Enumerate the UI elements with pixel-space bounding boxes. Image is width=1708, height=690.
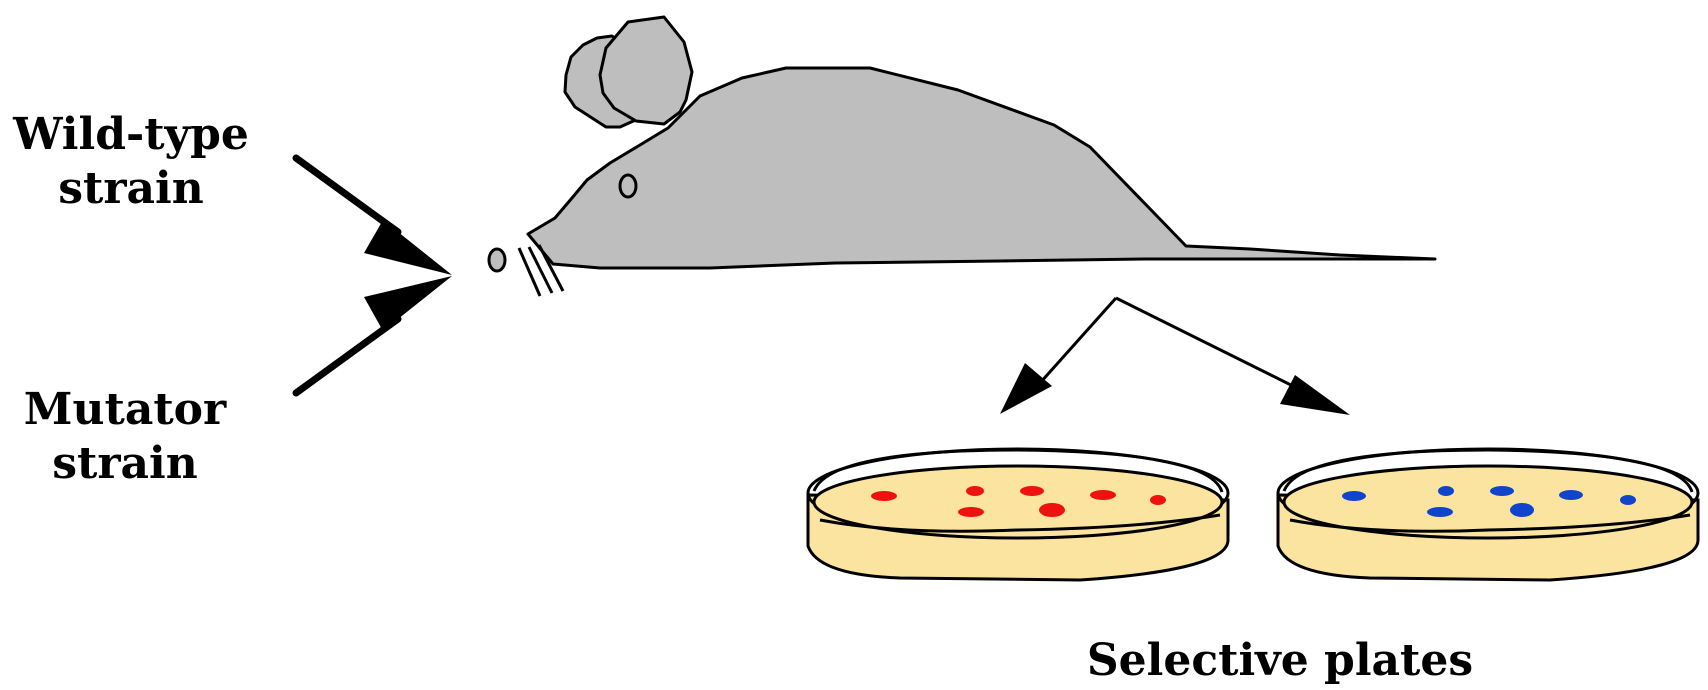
colony <box>1427 507 1453 517</box>
wild-type-line-1: Wild-type <box>0 108 262 162</box>
mouse-icon <box>489 17 1435 296</box>
mouse-front-ear <box>600 17 692 124</box>
colony <box>1559 490 1583 500</box>
mouse-nose <box>489 249 505 271</box>
wild-type-arrow <box>296 158 452 275</box>
mutator-line-2: strain <box>0 437 250 491</box>
mutator-line-1: Mutator <box>0 383 250 437</box>
colony <box>871 491 897 501</box>
colony <box>1039 503 1065 517</box>
colony <box>1020 486 1044 496</box>
petri-dish-left <box>808 449 1228 580</box>
wild-type-strain-label: Wild-type strain <box>0 108 262 216</box>
mouse-eye <box>620 175 636 197</box>
colony <box>1620 495 1636 505</box>
colony <box>1510 503 1534 517</box>
petri-dish-right <box>1278 449 1698 580</box>
colony <box>1438 486 1454 496</box>
selective-plates-label: Selective plates <box>1040 634 1520 688</box>
colony <box>1150 495 1166 505</box>
colony <box>958 507 984 517</box>
colony <box>1342 491 1366 501</box>
selective-plates-text: Selective plates <box>1040 634 1520 688</box>
split-arrows <box>1000 298 1350 415</box>
colony <box>966 486 984 496</box>
wild-type-line-2: strain <box>0 162 262 216</box>
mutator-arrow <box>296 276 452 393</box>
colony <box>1090 490 1116 500</box>
colony <box>1490 486 1514 496</box>
mutator-strain-label: Mutator strain <box>0 383 250 491</box>
